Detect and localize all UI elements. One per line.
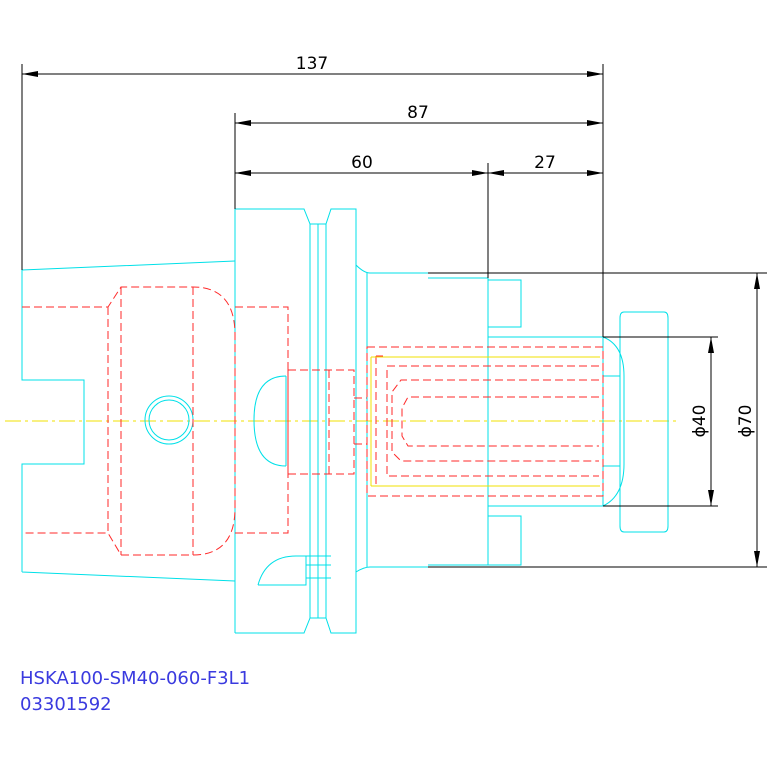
order-number: 03301592	[20, 694, 112, 715]
shank-bore	[22, 286, 236, 556]
orientation-slot	[257, 555, 331, 586]
slot-lines	[306, 564, 331, 579]
flange-left	[235, 208, 311, 634]
locking-nut	[619, 311, 669, 533]
part-number: HSKA100-SM40-060-F3L1	[20, 668, 250, 689]
drive-pocket	[253, 375, 287, 467]
tool-bore-outer	[366, 346, 604, 497]
dim-27: 27	[534, 153, 556, 173]
dim-137: 137	[296, 54, 328, 74]
nose-outline	[488, 336, 604, 507]
thread-lines	[370, 356, 600, 487]
nose-end	[602, 336, 625, 507]
flange-bore	[235, 306, 289, 534]
tool-bore-3	[401, 396, 599, 447]
tool-holder-outline	[21, 208, 669, 634]
body-outline	[428, 277, 489, 566]
dim-d70: ϕ70	[736, 405, 756, 438]
clamping-screw-top	[487, 279, 522, 328]
body-transition	[355, 264, 428, 573]
dimensions: 137 87 60 27 ϕ40 ϕ70	[21, 54, 767, 568]
dim-87: 87	[407, 103, 429, 123]
tool-bore-2	[391, 379, 599, 462]
clamping-screw-bottom	[487, 515, 522, 566]
tool-bore-1	[386, 365, 599, 477]
nut-connect	[603, 375, 620, 467]
coolant-tube	[287, 369, 355, 475]
dim-60: 60	[351, 153, 373, 173]
cross-hole	[144, 395, 194, 445]
hsk-shank-outline	[21, 260, 236, 582]
cross-hole-inner	[148, 399, 190, 441]
hidden-lines	[22, 286, 604, 556]
dim-d40: ϕ40	[690, 405, 710, 438]
coolant-channel	[354, 397, 367, 445]
